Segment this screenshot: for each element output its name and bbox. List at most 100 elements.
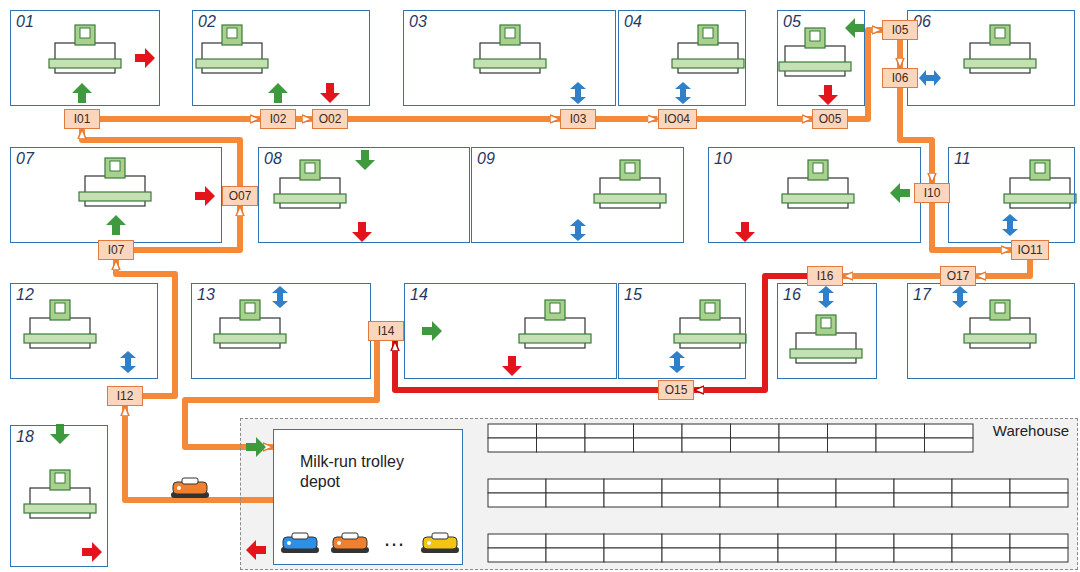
rack-cell: [662, 493, 720, 507]
machine-head: [698, 25, 718, 45]
machine-icon: [964, 25, 1036, 73]
rack-cell: [662, 548, 720, 562]
machine-icon: [782, 160, 854, 208]
double-arrow: [952, 286, 968, 308]
machine-window: [995, 303, 1005, 313]
workstation-box: 13: [191, 283, 371, 379]
double-arrow: [272, 286, 288, 308]
machine-head: [300, 160, 320, 180]
rack-cell: [488, 479, 546, 493]
rack-cell: [731, 424, 780, 438]
io-point-box: I01: [64, 109, 100, 129]
io-point-box: I07: [98, 240, 134, 260]
workstation-number: 18: [11, 426, 39, 448]
flow-arrow: [195, 186, 215, 206]
machine-table: [964, 59, 1036, 68]
route-connector: [185, 341, 377, 447]
flow-arrow: [845, 18, 865, 38]
rack-cell: [779, 438, 828, 452]
route-connector: [100, 116, 260, 122]
machine-head: [500, 25, 520, 45]
rack-cell: [836, 548, 894, 562]
machine-icon: [790, 315, 862, 363]
rack-cell: [778, 479, 836, 493]
rack-cell: [720, 479, 778, 493]
machine-window: [813, 163, 823, 173]
machine-window: [227, 28, 237, 38]
machine-window: [1035, 163, 1045, 173]
machine-table: [49, 59, 121, 68]
machine-table: [24, 504, 96, 513]
machine-icon: [474, 25, 546, 73]
machine-table: [24, 334, 96, 343]
rack-cell: [925, 438, 974, 452]
io-point-box: O17: [940, 266, 976, 286]
route-connector: [897, 40, 903, 68]
machine-head: [620, 160, 640, 180]
io-point-label: I14: [374, 322, 398, 340]
io-point-label: O02: [318, 110, 342, 128]
rack-cell: [836, 493, 894, 507]
machine-icon: [274, 160, 346, 208]
workstation-box: 18: [10, 425, 108, 567]
rack-cell: [828, 438, 877, 452]
rack-cell: [488, 424, 537, 438]
io-point-box: IO04: [658, 109, 697, 129]
io-point-box: I12: [107, 386, 143, 406]
workstation-number: 13: [192, 284, 220, 306]
double-arrow: [818, 286, 834, 308]
flow-arrow: [735, 222, 755, 242]
trolley-light: [287, 541, 291, 545]
rack-cell: [488, 438, 537, 452]
io-point-label: I10: [920, 184, 944, 202]
io-point-label: I05: [888, 21, 912, 39]
machine-head: [545, 300, 565, 320]
machine-window: [550, 303, 560, 313]
flow-arrow: [355, 150, 375, 170]
rack-cell: [828, 424, 877, 438]
io-point-label: IO11: [1017, 241, 1043, 259]
warehouse-racks: [488, 424, 1068, 562]
machine-table: [274, 194, 346, 203]
machine-head: [808, 160, 828, 180]
trolley-light: [427, 541, 431, 545]
machine-icon: [24, 470, 96, 518]
io-point-label: O07: [228, 187, 252, 205]
milk-run-route: [82, 30, 1030, 500]
machine-icon: [214, 300, 286, 348]
rack-cell: [894, 493, 952, 507]
warehouse-fill: [240, 418, 1078, 570]
rack-cell: [682, 438, 731, 452]
machine-window: [80, 28, 90, 38]
workstation-box: 10: [708, 147, 921, 243]
route-connector: [900, 88, 932, 183]
machine-head: [805, 28, 825, 48]
route-connector: [116, 260, 175, 396]
rack-cell: [876, 424, 925, 438]
flow-arrow: [106, 215, 126, 235]
rack-cell: [488, 493, 546, 507]
depot-title: Milk-run trolley depot: [300, 452, 445, 492]
double-arrow: [570, 82, 586, 104]
machine-head: [105, 158, 125, 178]
io-point-label: I16: [813, 267, 837, 285]
machine-head: [240, 300, 260, 320]
machine-window: [703, 28, 713, 38]
flow-arrow: [352, 222, 372, 242]
workstation-number: 07: [11, 148, 39, 170]
rack-cell: [778, 548, 836, 562]
depot-fill: [273, 429, 463, 565]
rack-cell: [546, 534, 604, 548]
warehouse-title: Warehouse: [241, 419, 1077, 442]
trolley-icon: [281, 533, 319, 553]
flow-arrow: [246, 437, 266, 457]
machine-window: [505, 28, 515, 38]
workstation-box: 03: [403, 10, 616, 106]
rack-cell: [1010, 479, 1068, 493]
workstation-box: 14: [404, 283, 617, 379]
route-connector: [843, 273, 940, 279]
route-connector: [976, 260, 1030, 276]
io-point-label: I03: [566, 110, 590, 128]
rack-cell: [925, 424, 974, 438]
